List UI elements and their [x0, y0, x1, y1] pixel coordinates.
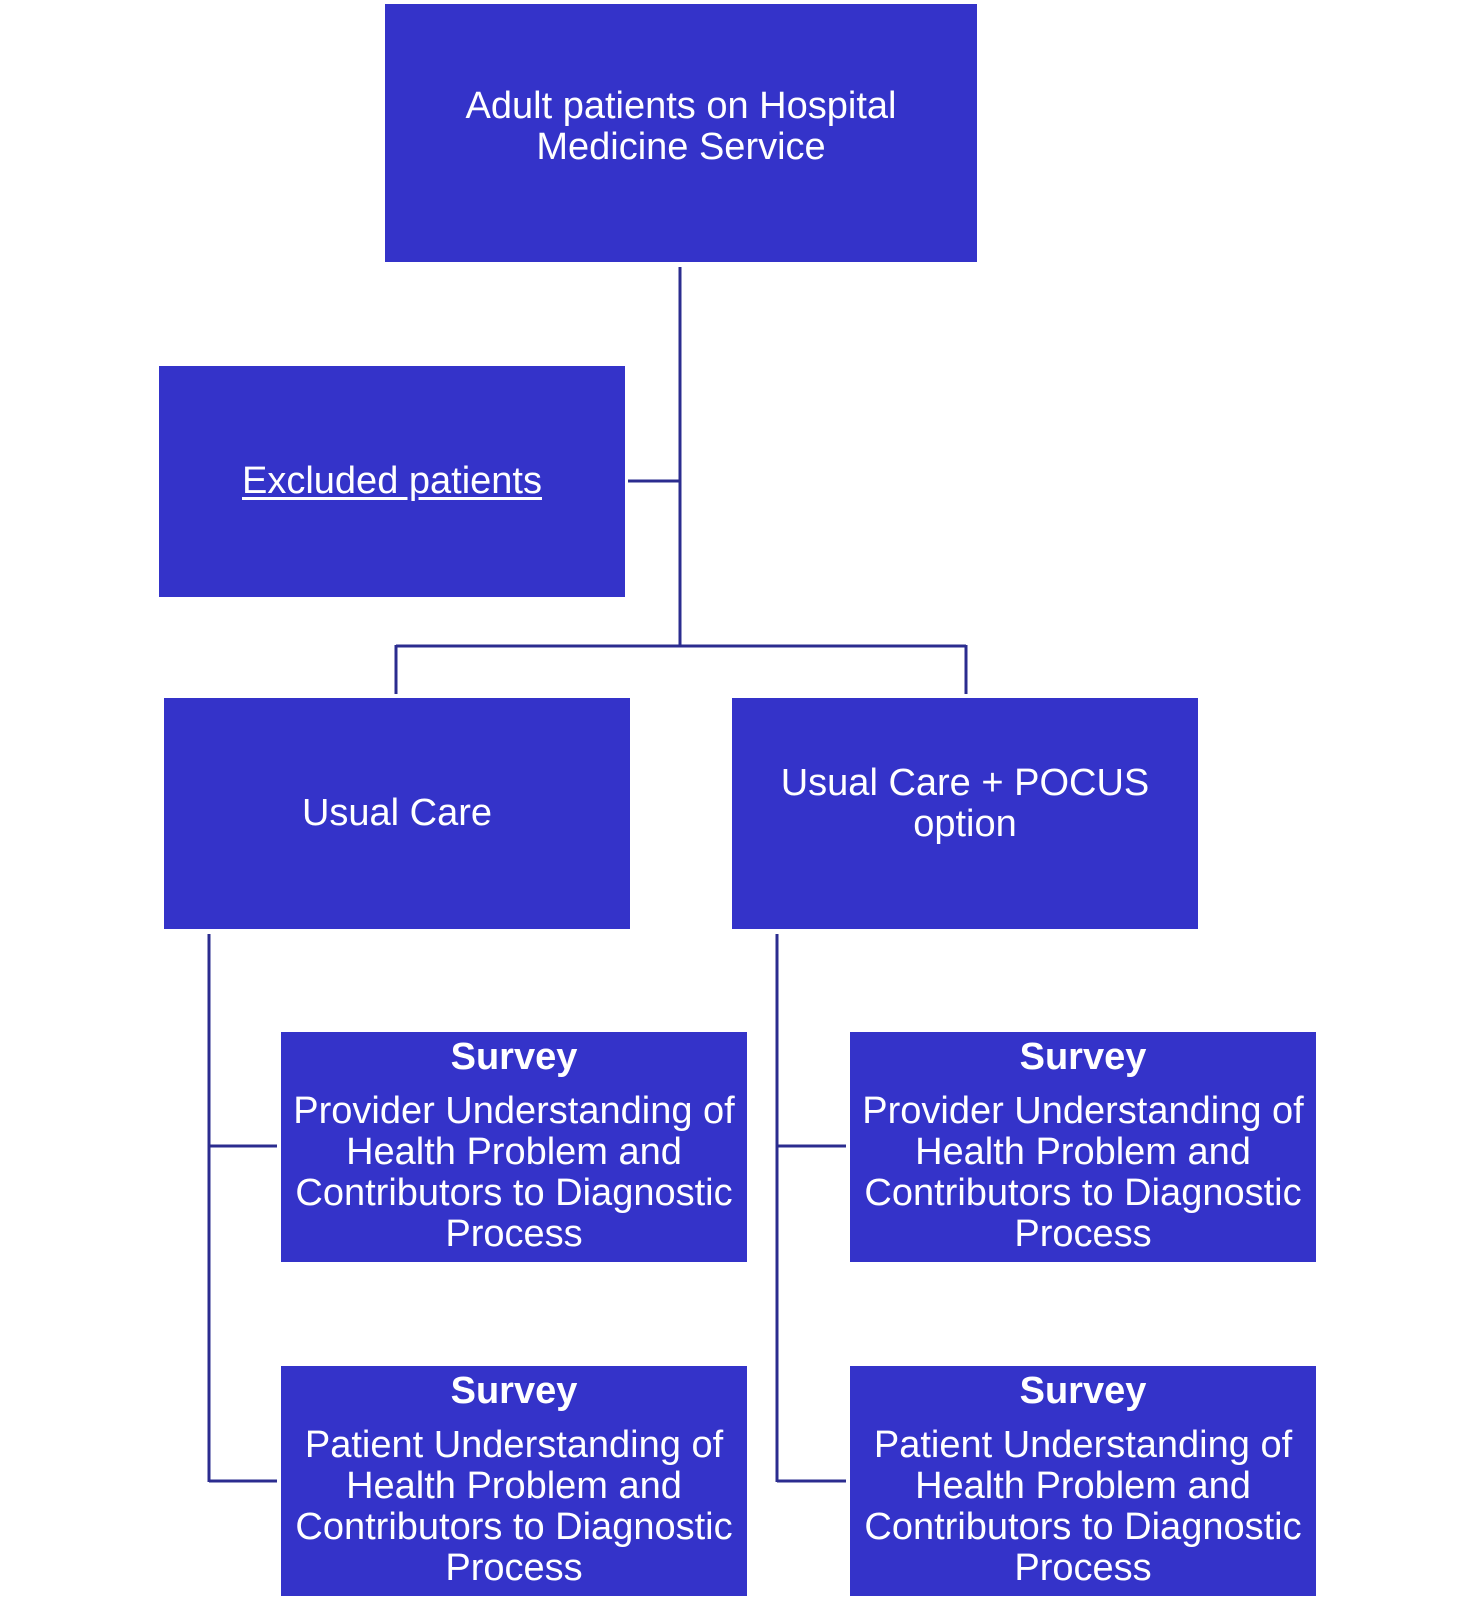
- pocus-provider-survey-box: Survey Provider Understanding of Health …: [850, 1032, 1316, 1262]
- root-node-label: Adult patients on Hospital Medicine Serv…: [465, 85, 897, 168]
- survey-title: Survey: [450, 1036, 578, 1078]
- survey-title: Survey: [450, 1370, 578, 1412]
- excluded-node-label: Excluded patients: [242, 460, 542, 502]
- excluded-node-box: Excluded patients: [159, 366, 625, 597]
- survey-body-text: Patient Understanding of Health Problem …: [295, 1424, 733, 1589]
- survey-body-text: Patient Understanding of Health Problem …: [864, 1424, 1302, 1589]
- pocus-patient-survey-box: Survey Patient Understanding of Health P…: [850, 1366, 1316, 1596]
- root-node-box: Adult patients on Hospital Medicine Serv…: [385, 4, 977, 262]
- survey-body: Provider Understanding of Health Problem…: [850, 1091, 1316, 1255]
- survey-body: Provider Understanding of Health Problem…: [281, 1091, 747, 1255]
- usual-care-pocus-node-label: Usual Care + POCUS option: [780, 761, 1150, 845]
- survey-body-text: Provider Understanding of Health Problem…: [862, 1090, 1304, 1255]
- survey-title: Survey: [1019, 1370, 1147, 1412]
- usual-care-pocus-node-box: Usual Care + POCUS option: [732, 698, 1198, 929]
- survey-body-text: Provider Understanding of Health Problem…: [293, 1090, 735, 1255]
- usual-care-patient-survey-box: Survey Patient Understanding of Health P…: [281, 1366, 747, 1596]
- survey-body: Patient Understanding of Health Problem …: [850, 1425, 1316, 1589]
- survey-title: Survey: [1019, 1036, 1147, 1078]
- usual-care-node-box: Usual Care: [164, 698, 630, 929]
- usual-care-provider-survey-box: Survey Provider Understanding of Health …: [281, 1032, 747, 1262]
- survey-body: Patient Understanding of Health Problem …: [281, 1425, 747, 1589]
- usual-care-node-label: Usual Care: [301, 792, 493, 834]
